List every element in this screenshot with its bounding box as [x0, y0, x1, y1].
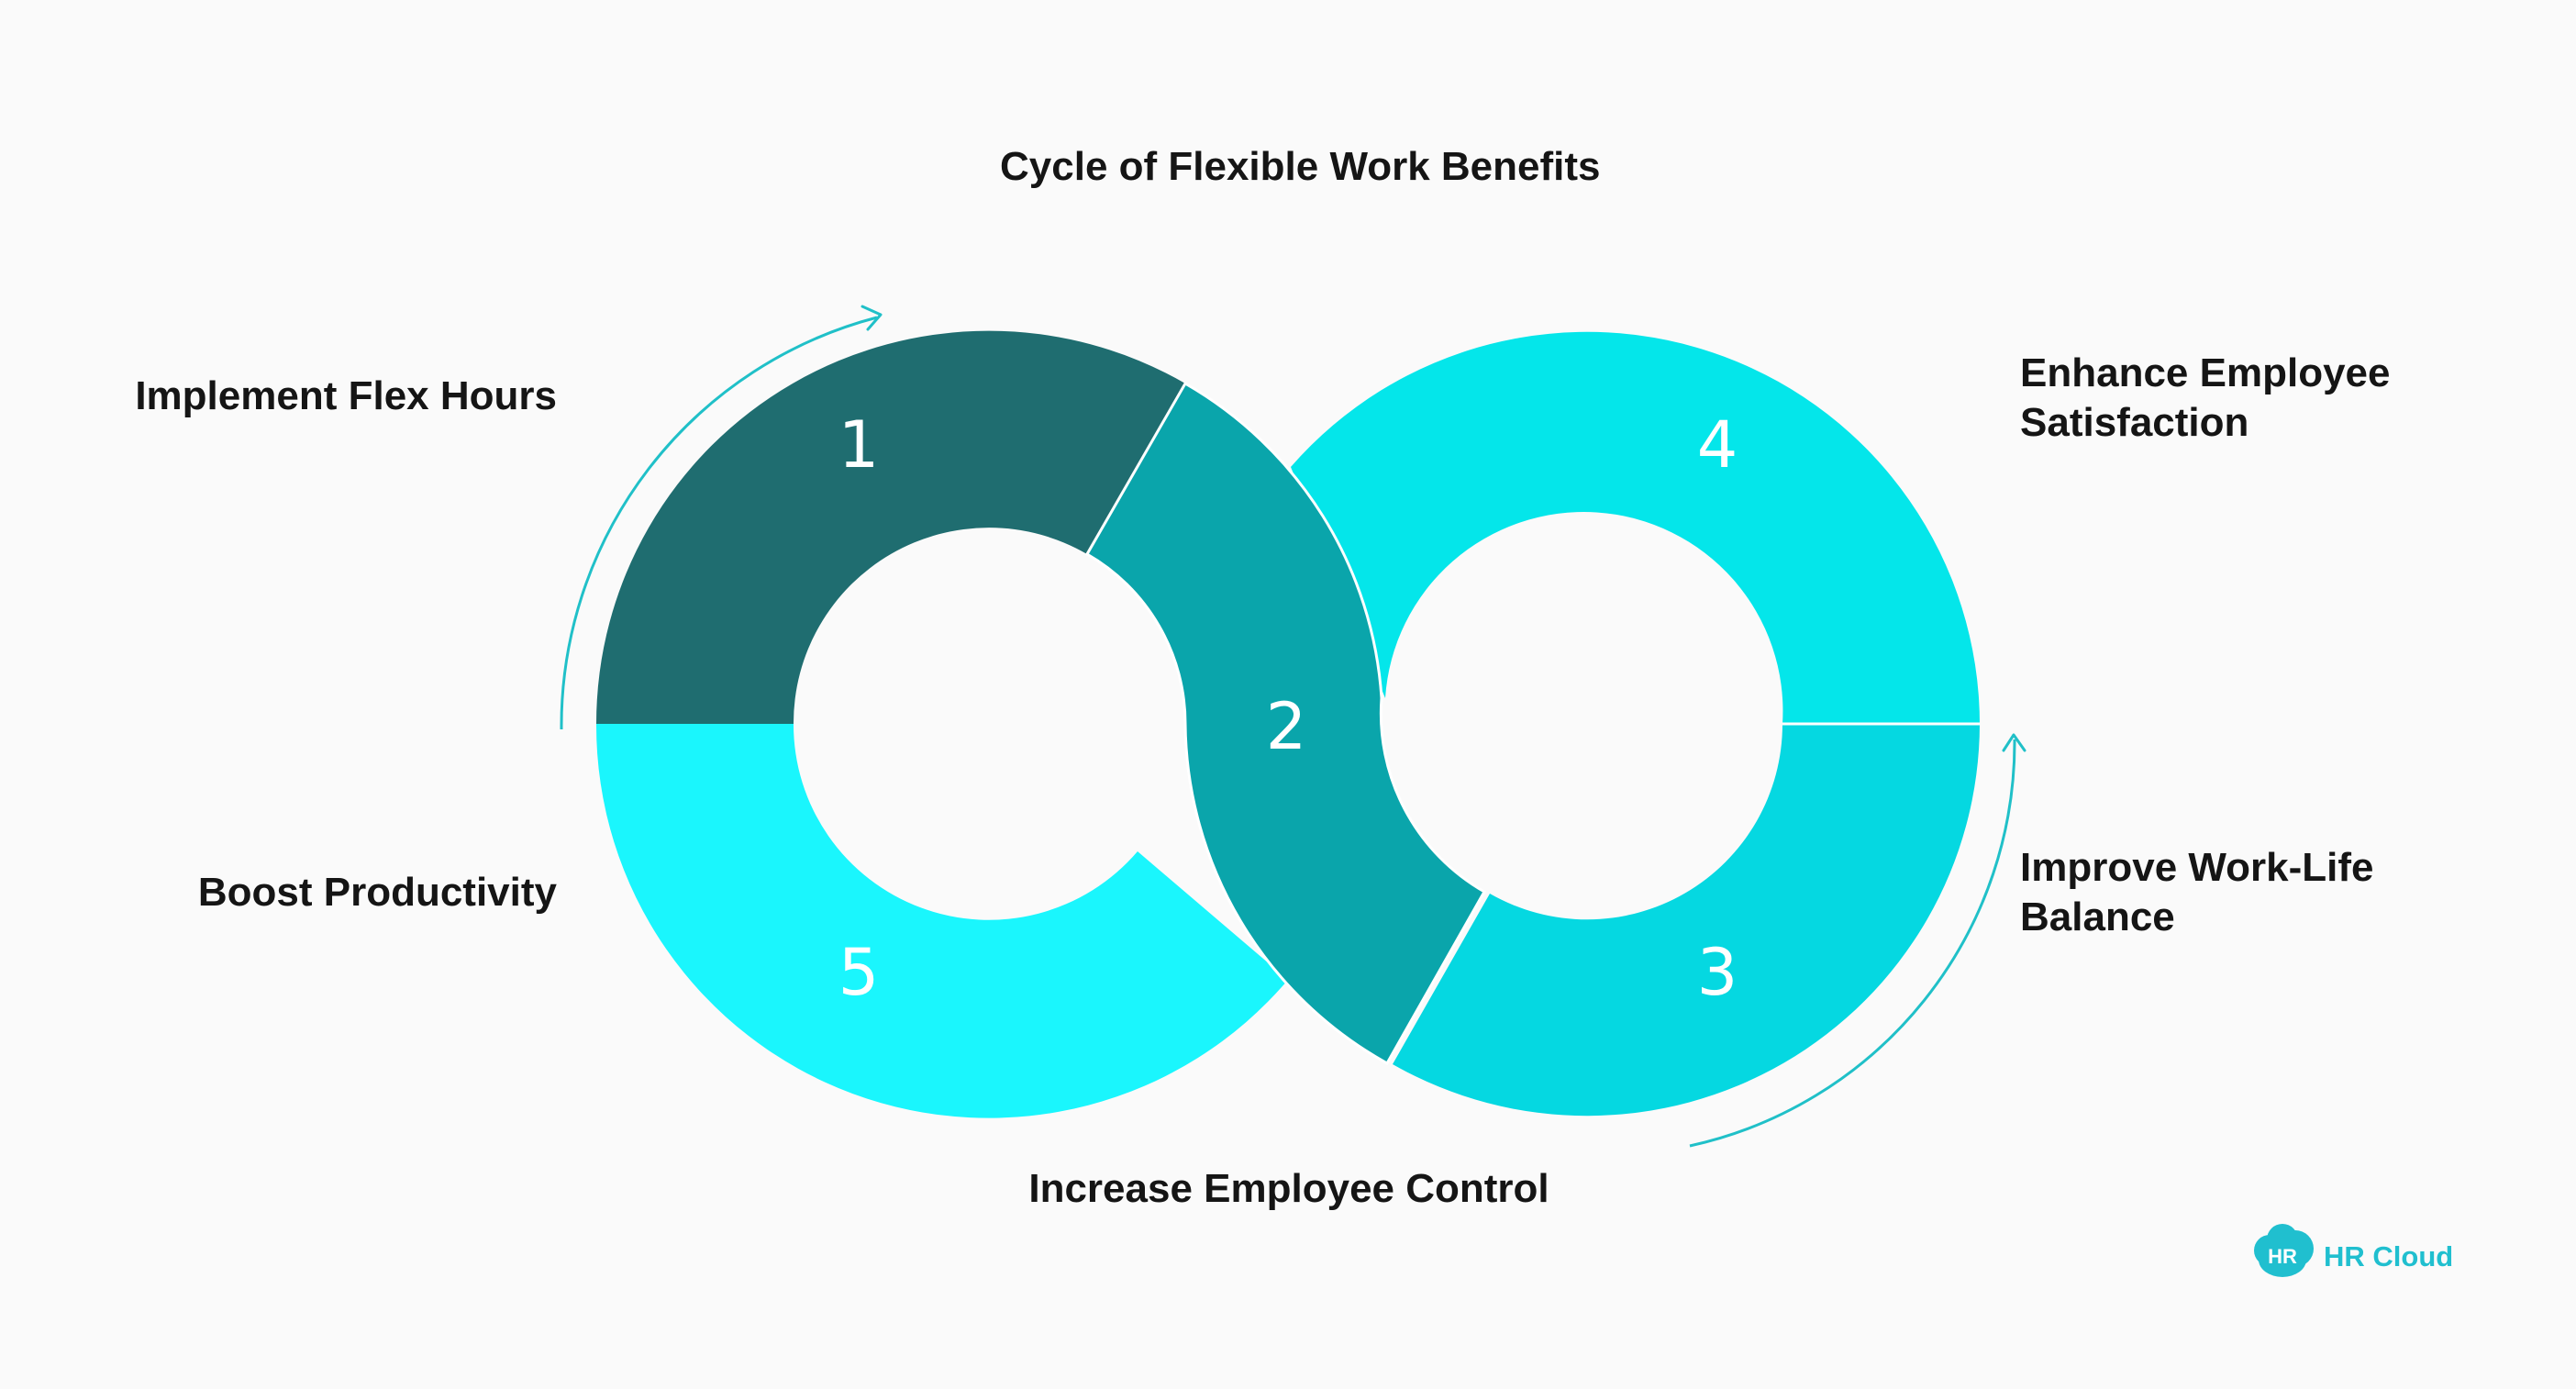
brand-logo-text: HR: [2268, 1245, 2297, 1268]
segment-step-4: [1291, 331, 1980, 724]
label-step-3-line2: Balance: [2020, 895, 2175, 939]
segment-step-5: [595, 724, 1288, 1118]
label-step-4-line1: Enhance Employee: [2020, 350, 2390, 395]
label-step-1: Implement Flex Hours: [135, 373, 557, 418]
step-number-2: 2: [1266, 689, 1307, 764]
step-number-5: 5: [838, 935, 880, 1010]
step-number-4: 4: [1697, 407, 1738, 483]
step-number-3: 3: [1697, 935, 1738, 1010]
segment-step-1: [595, 330, 1185, 724]
step-number-1: 1: [838, 407, 880, 483]
arrow-upper-left: [560, 305, 883, 730]
segment-step-2: [1084, 381, 1487, 1066]
brand-logo: HR HR Cloud: [2254, 1224, 2453, 1277]
arrow-lower-right: [1689, 733, 2026, 1148]
label-step-4-line2: Satisfaction: [2020, 400, 2248, 445]
brand-name: HR Cloud: [2324, 1240, 2453, 1272]
label-step-3-line1: Improve Work-Life: [2020, 845, 2373, 890]
segment-step-3: [1393, 724, 1980, 1117]
cloud-icon: [2254, 1224, 2314, 1277]
label-step-2: Increase Employee Control: [1028, 1166, 1549, 1211]
diagram-title: Cycle of Flexible Work Benefits: [1000, 144, 1600, 189]
label-step-5: Boost Productivity: [198, 870, 558, 915]
